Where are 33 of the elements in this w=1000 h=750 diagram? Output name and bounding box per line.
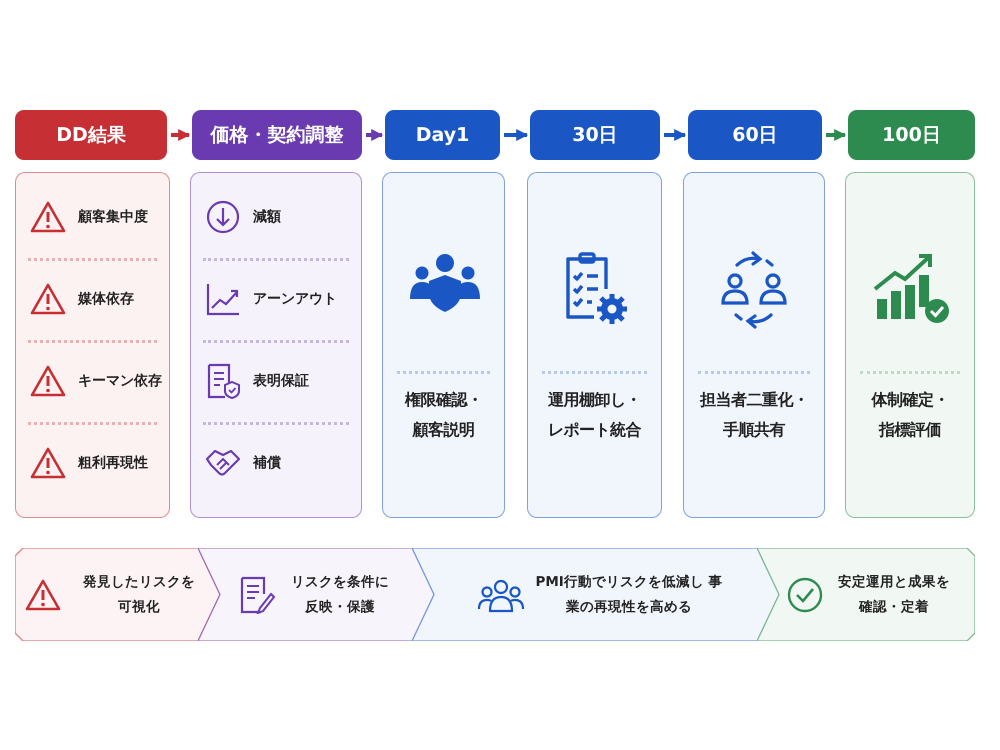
stage-card xyxy=(15,172,170,518)
step-text: 安定運用と成果を確認・定着 xyxy=(837,572,951,616)
risk-item: キーマン依存 xyxy=(78,372,162,390)
risk-item: アーンアウト xyxy=(253,290,337,308)
risk-item: 媒体依存 xyxy=(78,290,134,308)
stage-header: DD結果 xyxy=(15,110,167,160)
step-text: リスクを条件に反映・保護 xyxy=(290,572,390,616)
step-text: PMI行動でリスクを低減し 事業の再現性を高める xyxy=(534,572,724,616)
arrow xyxy=(664,129,686,141)
risk-item: 補償 xyxy=(253,454,281,472)
arrow xyxy=(504,129,528,141)
stage-text: 担当者二重化・手順共有 xyxy=(698,389,810,441)
stage-header: 100日 xyxy=(848,110,975,160)
arrow xyxy=(826,129,846,141)
risk-item: 表明保証 xyxy=(253,372,309,390)
risk-item: 粗利再現性 xyxy=(78,454,148,472)
stage-header: 30日 xyxy=(530,110,660,160)
arrow xyxy=(171,129,190,141)
arrow xyxy=(366,129,384,141)
stage-card xyxy=(190,172,362,518)
risk-item: 顧客集中度 xyxy=(78,208,148,226)
stage-card xyxy=(683,172,825,518)
stage-text: 運用棚卸し・レポート統合 xyxy=(547,389,642,441)
stage-card xyxy=(845,172,975,518)
stage-text: 権限確認・顧客説明 xyxy=(404,389,484,441)
stage-text: 体制確定・指標評価 xyxy=(870,389,950,441)
stage-header: Day1 xyxy=(385,110,500,160)
risk-item: 減額 xyxy=(253,208,281,226)
step-text: 発見したリスクを可視化 xyxy=(82,572,196,616)
stage-card xyxy=(527,172,662,518)
stage-header: 価格・契約調整 xyxy=(192,110,362,160)
stage-card xyxy=(382,172,505,518)
stage-header: 60日 xyxy=(688,110,822,160)
